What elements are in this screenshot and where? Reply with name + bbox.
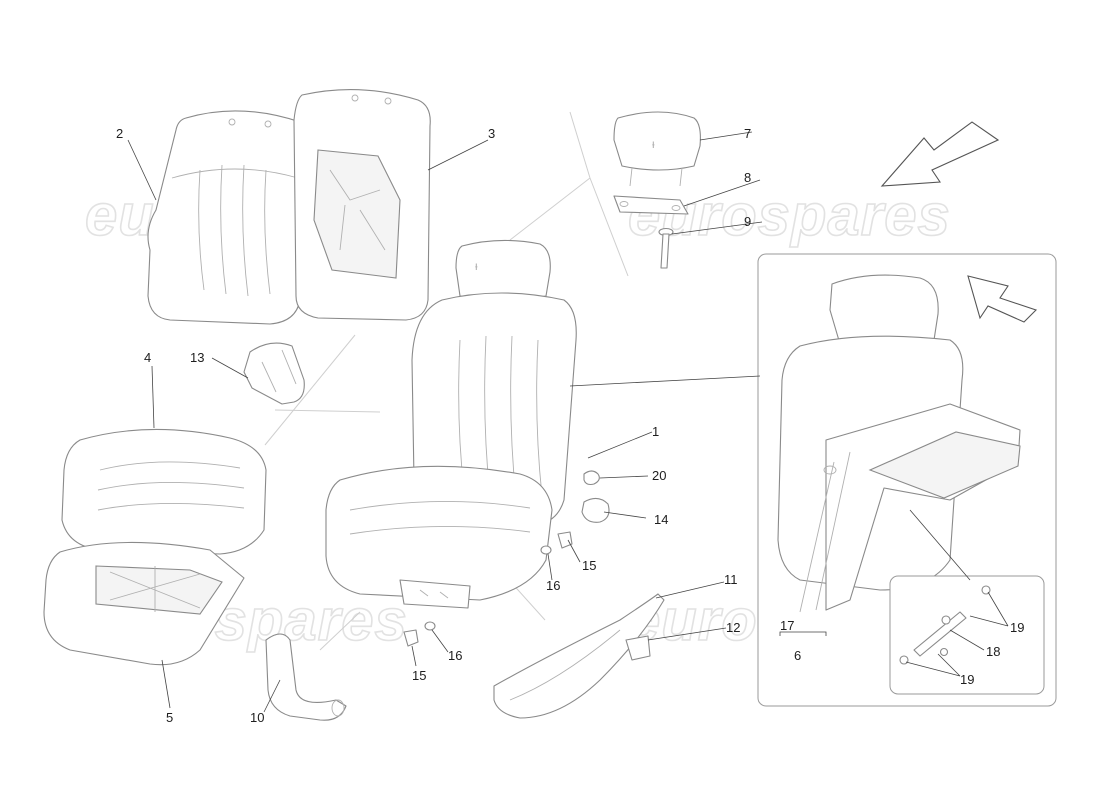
svg-text:ᵻ: ᵻ	[652, 137, 655, 151]
callout-4: 4	[144, 350, 151, 365]
screw-part-15b	[403, 629, 419, 647]
callout-2: 2	[116, 126, 123, 141]
callout-15b: 15	[412, 668, 426, 683]
svg-text:ᵻ: ᵻ	[475, 259, 478, 273]
cap-part-14	[581, 497, 610, 523]
callout-3: 3	[488, 126, 495, 141]
headrest-pin-part-9	[658, 227, 674, 269]
headrest-part-7: ᵻ	[613, 111, 701, 187]
watermark-top-right: eurospares	[628, 183, 951, 248]
callout-13: 13	[190, 350, 204, 365]
callout-20: 20	[652, 468, 666, 483]
spring-clip-part-20	[583, 470, 600, 486]
seat-cushion-frame-part-5	[43, 541, 245, 666]
callouts: 1 2 3 4 5 6 7 8 9 10 11 12 13 14 15 15 1…	[116, 126, 1024, 725]
callout-9: 9	[744, 214, 751, 229]
callout-11: 11	[724, 572, 738, 587]
callout-6: 6	[794, 648, 801, 663]
trim-handle-part-10	[265, 633, 347, 721]
callout-18: 18	[986, 644, 1000, 659]
callout-16a: 16	[546, 578, 560, 593]
leader-lines	[127, 131, 1009, 713]
callout-14: 14	[654, 512, 668, 527]
bracket-part-13	[243, 342, 305, 405]
callout-19a: 19	[1010, 620, 1024, 635]
callout-15a: 15	[582, 558, 596, 573]
callout-1: 1	[652, 424, 659, 439]
seat-back-shell-part-3	[293, 89, 431, 321]
seat-cushion-cover-part-4	[61, 428, 267, 555]
callout-8: 8	[744, 170, 751, 185]
callout-7: 7	[744, 126, 751, 141]
callout-19b: 19	[960, 672, 974, 687]
callout-5: 5	[166, 710, 173, 725]
section-lines	[264, 111, 629, 651]
side-trim-part-12	[625, 635, 651, 661]
callout-10: 10	[250, 710, 264, 725]
callout-17: 17	[780, 618, 794, 633]
washer-part-16a	[540, 545, 552, 555]
inset-detail-view	[757, 253, 1057, 707]
side-trim-part-11	[493, 593, 665, 719]
assembled-seat-part-1: ᵻ	[325, 239, 577, 609]
seat-back-cover-part-2	[147, 110, 309, 325]
callout-16b: 16	[448, 648, 462, 663]
direction-arrow-icon	[880, 121, 1000, 187]
headrest-guide-part-8	[613, 195, 689, 215]
washer-part-16b	[424, 621, 436, 631]
callout-12: 12	[726, 620, 740, 635]
screw-part-15a	[557, 531, 573, 549]
